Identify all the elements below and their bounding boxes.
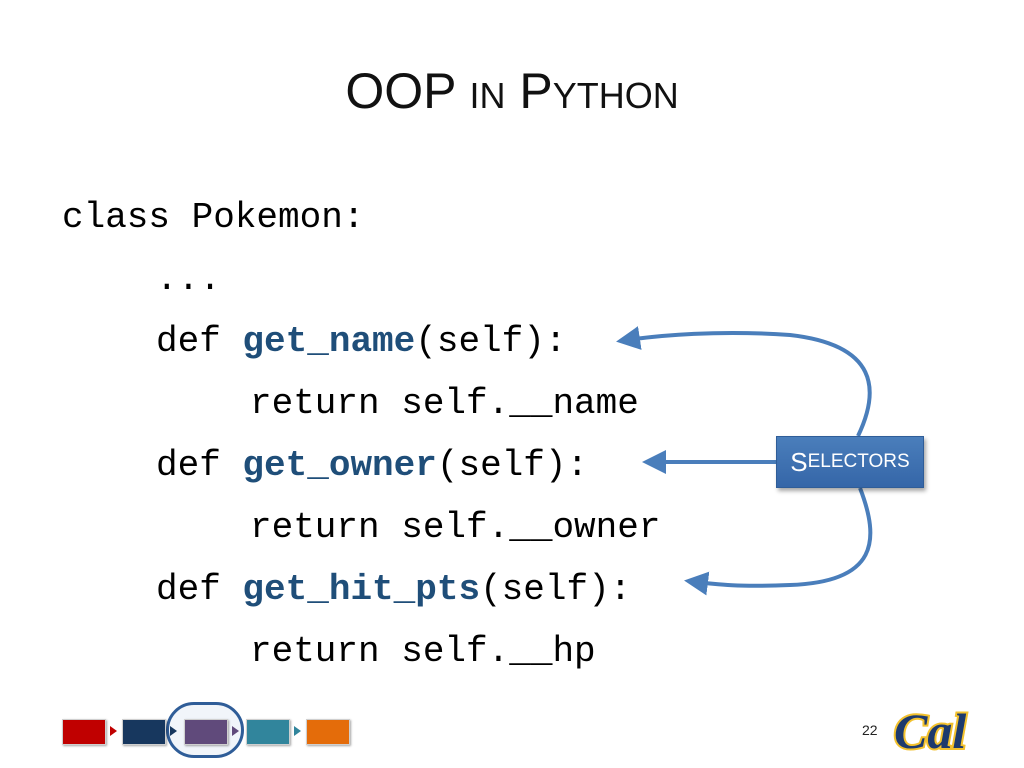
- svg-text:Cal: Cal: [894, 703, 966, 759]
- code-line-def-get-name: def get_name(self):: [156, 320, 566, 364]
- cal-logo: Cal Cal: [892, 701, 968, 761]
- title-part-ython: YTHON: [552, 75, 679, 116]
- code-line-return-name: return self.__name: [250, 382, 639, 426]
- nav-chip-4: [246, 719, 290, 745]
- nav-chip-2: [122, 719, 166, 745]
- slide-title: OOP IN PYTHON: [0, 64, 1024, 119]
- nav-chip-3: [184, 719, 228, 745]
- arrow-to-get-hit-pts: [684, 487, 873, 596]
- current-section-ring: [166, 702, 244, 758]
- title-part-in: IN: [469, 75, 506, 116]
- nav-arrow-icon: [170, 726, 177, 736]
- code-params: (self):: [480, 569, 632, 610]
- nav-chip-5: [306, 719, 350, 745]
- page-number: 22: [862, 722, 878, 738]
- code-keyword: def: [156, 321, 243, 362]
- title-part-p: P: [505, 63, 553, 119]
- arrow-to-get-name: [616, 326, 872, 437]
- code-keyword: def: [156, 569, 243, 610]
- code-params: (self):: [436, 445, 589, 486]
- title-part-oop: OOP: [345, 63, 470, 119]
- nav-chip-1: [62, 719, 106, 745]
- nav-arrow-icon: [110, 726, 117, 736]
- code-text: return self.__hp: [250, 631, 596, 672]
- code-line-def-get-owner: def get_owner(self):: [156, 444, 588, 488]
- callout-text-initial: S: [790, 446, 808, 477]
- code-text: class Pokemon:: [62, 197, 365, 238]
- code-line-def-get-hit-pts: def get_hit_pts(self):: [156, 568, 631, 612]
- code-line-ellipsis: ...: [156, 258, 221, 302]
- svg-text:Cal: Cal: [894, 703, 966, 759]
- code-text: ...: [156, 259, 221, 300]
- code-line-class: class Pokemon:: [62, 196, 364, 240]
- lecture-progress-nav: [56, 702, 366, 760]
- code-line-return-owner: return self.__owner: [250, 506, 660, 550]
- nav-arrow-icon: [294, 726, 301, 736]
- selector-name-get-name: get_name: [242, 321, 416, 362]
- code-text: return self.__name: [250, 383, 639, 424]
- selector-name-get-owner: get_owner: [242, 445, 437, 486]
- callout-text-rest: ELECTORS: [807, 451, 910, 472]
- code-params: (self):: [415, 321, 567, 362]
- code-line-return-hp: return self.__hp: [250, 630, 596, 674]
- code-keyword: def: [156, 445, 243, 486]
- code-text: return self.__owner: [250, 507, 661, 548]
- nav-arrow-icon: [232, 726, 239, 736]
- selector-name-get-hit-pts: get_hit_pts: [242, 569, 481, 610]
